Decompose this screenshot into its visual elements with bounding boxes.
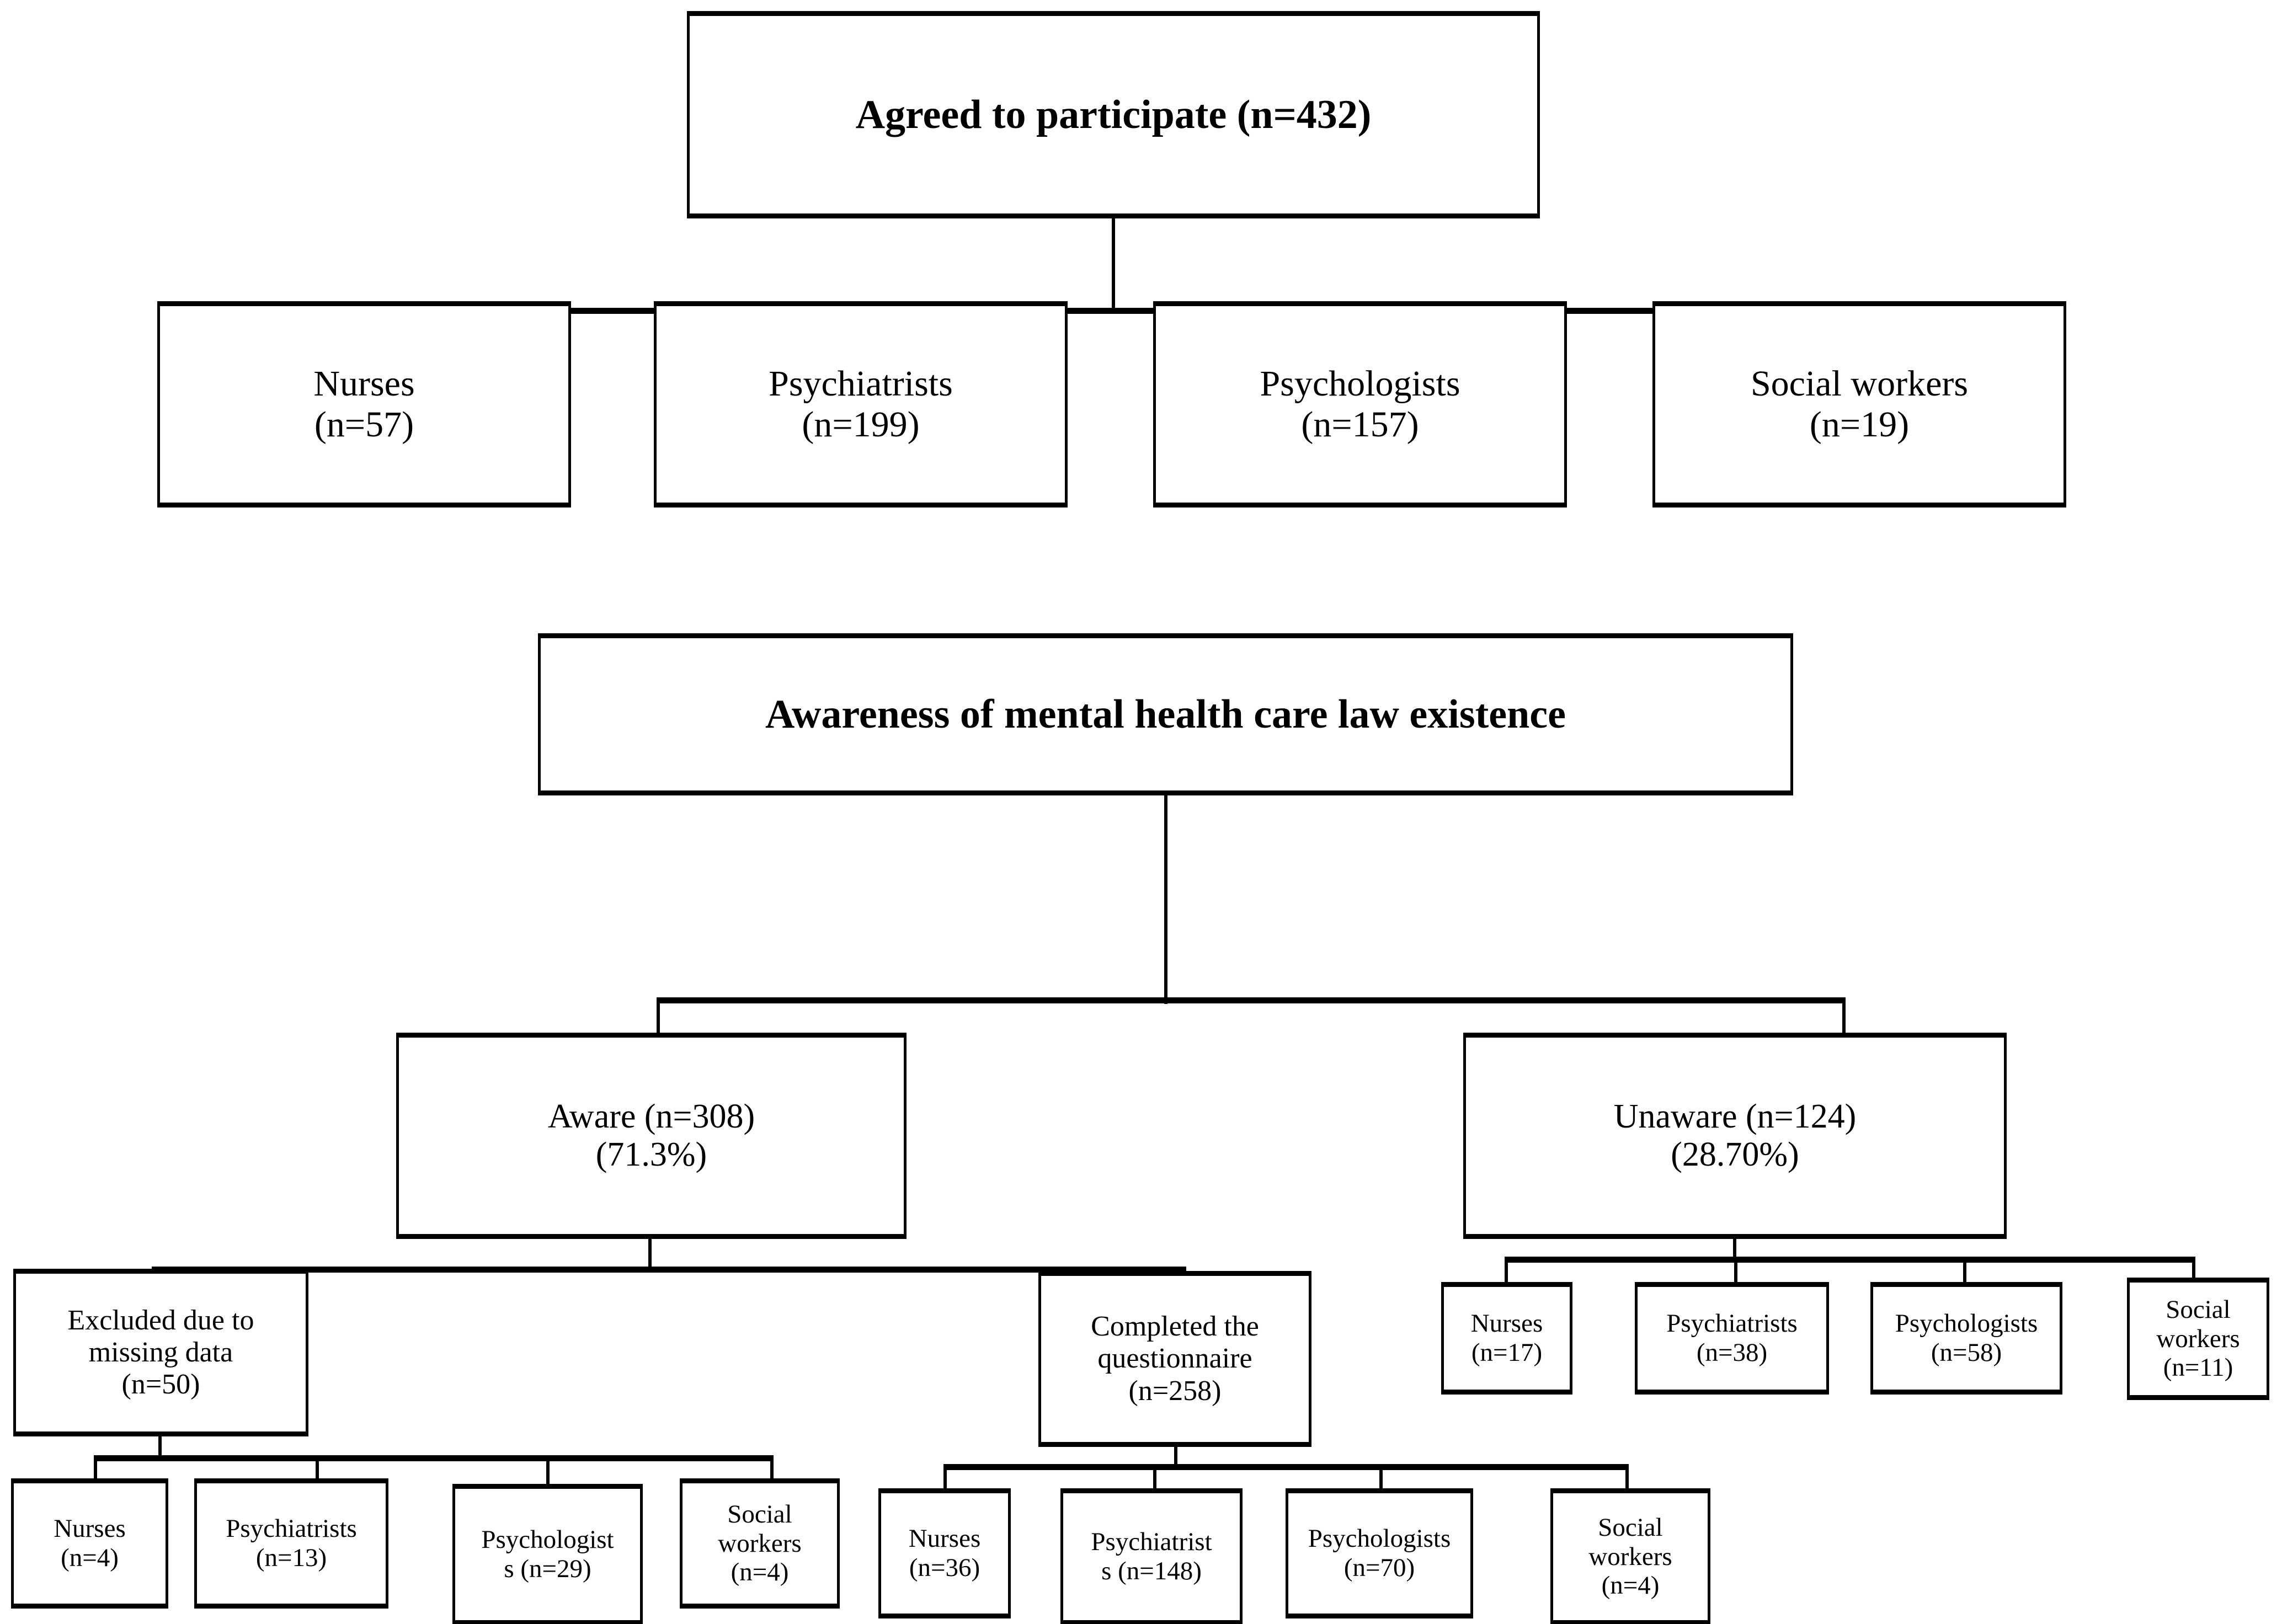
node-label-line2: workers <box>718 1529 802 1558</box>
node-label-line2: (n=17) <box>1471 1338 1543 1367</box>
node-unaware-social-workers: Social workers (n=11) <box>2127 1278 2269 1400</box>
node-completed-questionnaire: Completed the questionnaire (n=258) <box>1038 1271 1311 1447</box>
node-label-line1: Nurses <box>1470 1309 1543 1338</box>
node-label-line1: Social <box>1598 1513 1663 1542</box>
connector-root-down <box>1112 217 1115 311</box>
connector-completed-down <box>1174 1446 1177 1469</box>
node-label-line3: (n=4) <box>731 1558 789 1587</box>
connector-drop-excluded-psychologists <box>546 1455 550 1484</box>
node-profession-psychiatrists: Psychiatrists (n=199) <box>654 301 1068 507</box>
node-label-line1: Psychiatrist <box>1091 1527 1212 1557</box>
node-unaware-psychologists: Psychologists (n=58) <box>1870 1282 2062 1395</box>
connector-drop-unaware-psychiatrists <box>1734 1257 1737 1285</box>
node-label-line3: (n=258) <box>1128 1375 1222 1407</box>
node-label-line1: Unaware (n=124) <box>1613 1097 1857 1135</box>
node-completed-psychiatrists: Psychiatrist s (n=148) <box>1060 1488 1243 1624</box>
connector-profession-bus <box>361 308 1862 314</box>
node-label-line2: (71.3%) <box>595 1136 707 1173</box>
node-label-line1: Psychiatrists <box>769 364 953 404</box>
connector-drop-completed-psychologists <box>1379 1464 1383 1493</box>
connector-awareness-down <box>1164 794 1167 1004</box>
connector-drop-unaware-nurses <box>1505 1257 1508 1285</box>
connector-drop-excluded-social <box>770 1455 774 1484</box>
node-label-line1: Completed the <box>1091 1311 1259 1343</box>
node-label: Awareness of mental health care law exis… <box>765 691 1566 737</box>
node-completed-nurses: Nurses (n=36) <box>878 1488 1011 1618</box>
node-excluded-missing-data: Excluded due to missing data (n=50) <box>13 1269 308 1436</box>
node-label-line2: (n=70) <box>1343 1553 1415 1582</box>
node-label-line2: (n=157) <box>1301 404 1419 445</box>
connector-drop-excluded-nurses <box>94 1455 97 1484</box>
connector-drop-completed-psychiatrists <box>1153 1464 1156 1493</box>
connector-excluded-down <box>158 1435 162 1460</box>
connector-drop-excluded-psychiatrists <box>316 1455 319 1484</box>
connector-drop-unaware-psychologists <box>1963 1257 1966 1285</box>
node-label-line2: (n=19) <box>1809 404 1910 445</box>
node-excluded-psychiatrists: Psychiatrists (n=13) <box>194 1478 388 1609</box>
node-label-line2: s (n=148) <box>1101 1557 1202 1585</box>
node-label-line2: missing data <box>88 1336 233 1368</box>
node-label-line2: workers <box>1588 1542 1672 1571</box>
node-label-line3: (n=11) <box>2163 1353 2233 1382</box>
node-label-line1: Social <box>2166 1295 2231 1324</box>
connector-drop-unaware <box>1842 997 1846 1037</box>
node-label-line1: Nurses <box>54 1514 126 1543</box>
connector-aware-unaware-bus <box>657 997 1846 1003</box>
node-label-line2: (n=4) <box>61 1543 119 1572</box>
node-awareness-header: Awareness of mental health care law exis… <box>538 633 1793 795</box>
connector-unaware-children-bus <box>1505 1257 2192 1263</box>
connector-drop-unaware-social <box>2192 1257 2195 1285</box>
node-excluded-social-workers: Social workers (n=4) <box>680 1478 840 1609</box>
node-label-line1: Social workers <box>1750 364 1969 404</box>
connector-unaware-down <box>1733 1238 1736 1261</box>
node-unaware: Unaware (n=124) (28.70%) <box>1463 1033 2007 1239</box>
node-completed-social-workers: Social workers (n=4) <box>1550 1488 1710 1624</box>
node-profession-nurses: Nurses (n=57) <box>157 301 571 507</box>
node-label: Agreed to participate (n=432) <box>855 92 1372 137</box>
node-label-line1: Psychiatrists <box>226 1514 357 1543</box>
node-label-line3: (n=4) <box>1601 1571 1660 1600</box>
node-label-line1: Aware (n=308) <box>547 1097 755 1135</box>
node-label-line2: s (n=29) <box>504 1554 591 1583</box>
node-label-line2: (n=38) <box>1696 1338 1768 1367</box>
node-label-line1: Excluded due to <box>67 1304 254 1336</box>
node-label-line1: Nurses <box>313 364 415 404</box>
node-label-line2: (n=13) <box>255 1543 327 1572</box>
node-label-line1: Psychologist <box>481 1525 614 1554</box>
node-agreed-to-participate: Agreed to participate (n=432) <box>687 11 1540 218</box>
node-unaware-psychiatrists: Psychiatrists (n=38) <box>1635 1282 1829 1395</box>
connector-drop-completed-nurses <box>943 1464 947 1493</box>
connector-aware-down <box>648 1238 652 1270</box>
node-label-line2: (28.70%) <box>1671 1136 1799 1173</box>
connector-completed-children-bus <box>943 1464 1629 1470</box>
node-excluded-psychologists: Psychologist s (n=29) <box>452 1484 643 1624</box>
node-label-line1: Psychiatrists <box>1666 1309 1798 1338</box>
node-label-line1: Psychologists <box>1308 1524 1451 1553</box>
node-label-line2: workers <box>2156 1324 2240 1353</box>
node-label-line1: Nurses <box>908 1524 981 1553</box>
node-completed-psychologists: Psychologists (n=70) <box>1286 1488 1473 1618</box>
node-label-line2: (n=57) <box>314 404 414 445</box>
node-aware: Aware (n=308) (71.3%) <box>396 1033 907 1239</box>
node-label-line2: (n=58) <box>1931 1338 2002 1367</box>
node-label-line2: questionnaire <box>1097 1343 1252 1375</box>
node-unaware-nurses: Nurses (n=17) <box>1441 1282 1572 1395</box>
node-label-line1: Psychologists <box>1895 1309 2038 1338</box>
connector-excluded-children-bus <box>94 1455 774 1461</box>
node-label-line3: (n=50) <box>121 1369 200 1401</box>
node-excluded-nurses: Nurses (n=4) <box>11 1478 168 1609</box>
node-label-line1: Social <box>727 1500 792 1529</box>
node-label-line1: Psychologists <box>1260 364 1460 404</box>
node-profession-social-workers: Social workers (n=19) <box>1652 301 2066 507</box>
node-profession-psychologists: Psychologists (n=157) <box>1153 301 1567 507</box>
node-label-line2: (n=199) <box>802 404 920 445</box>
connector-drop-completed-social <box>1625 1464 1629 1493</box>
connector-aware-children-bus <box>152 1267 1186 1273</box>
connector-drop-aware <box>657 997 660 1037</box>
node-label-line2: (n=36) <box>909 1553 980 1582</box>
